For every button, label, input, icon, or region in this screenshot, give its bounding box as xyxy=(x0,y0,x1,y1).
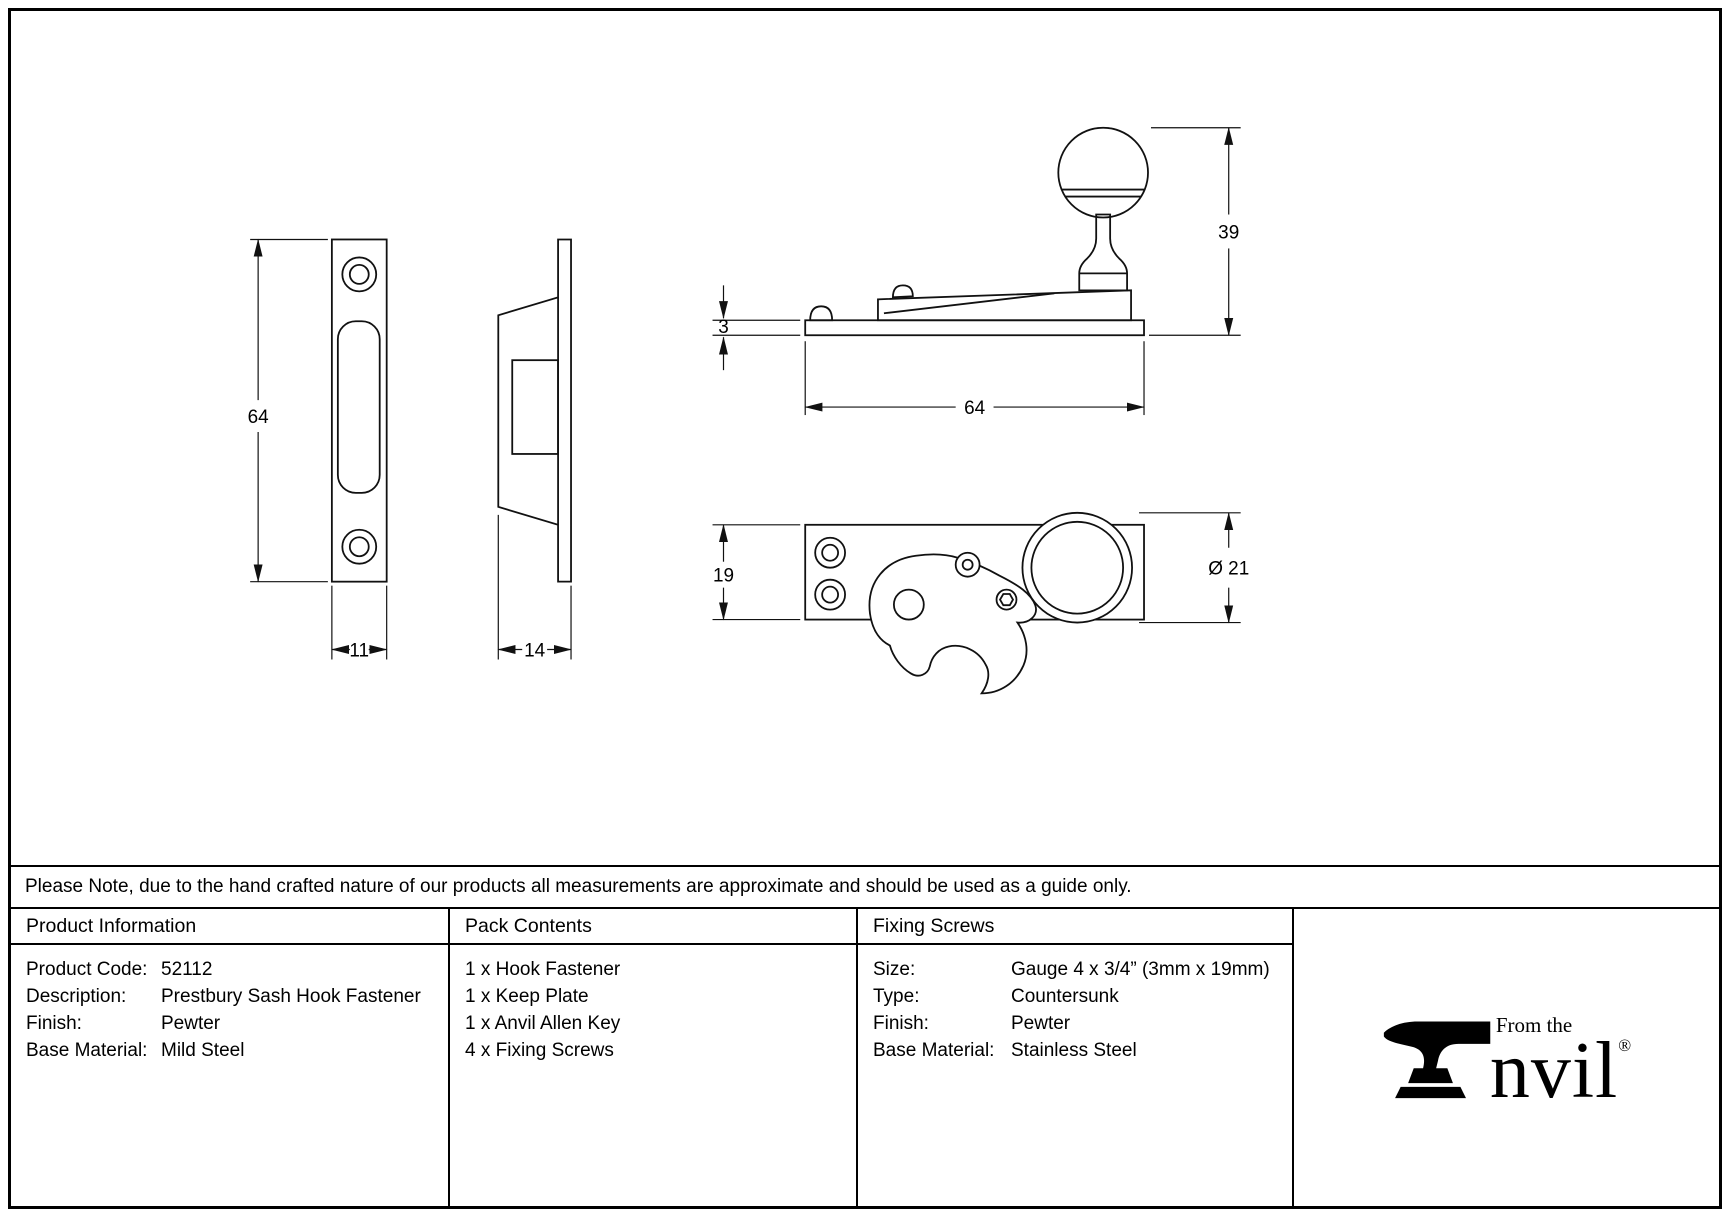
finish-row: Finish: Pewter xyxy=(873,1010,1292,1037)
anvil-icon xyxy=(1383,1021,1491,1098)
fastener-side-dimensions: 39 3 64 xyxy=(712,126,1241,419)
header-product-information: Product Information xyxy=(11,909,450,945)
field-label: Type: xyxy=(873,986,920,1007)
keep-plate-dimensions: 64 11 xyxy=(248,238,388,661)
registered-trademark: ® xyxy=(1618,1036,1632,1056)
logo-text: From the nvil® xyxy=(1490,1013,1632,1111)
pack-item: 4 x Fixing Screws xyxy=(465,1040,614,1061)
pack-contents-body: 1 x Hook Fastener 1 x Keep Plate 1 x Anv… xyxy=(450,945,858,1206)
logo-tagline: From the xyxy=(1495,1013,1573,1038)
from-the-anvil-logo: From the nvil® xyxy=(1382,1013,1632,1111)
fastener-top-dimensions: 19 Ø 21 xyxy=(712,512,1249,624)
fixing-screws-body: Size: Gauge 4 x 3/4” (3mm x 19mm) Type: … xyxy=(858,945,1294,1206)
logo-wordmark: nvil xyxy=(1489,1027,1619,1116)
base-material-row: Base Material: Mild Steel xyxy=(26,1037,448,1064)
field-label: Product Code: xyxy=(26,959,148,980)
field-label: Size: xyxy=(873,959,916,980)
pack-item: 1 x Hook Fastener xyxy=(465,959,621,980)
dim-plate-thickness: 3 xyxy=(718,317,729,338)
dim-knob-diameter: Ø 21 xyxy=(1208,559,1249,580)
header-fixing-screws: Fixing Screws xyxy=(858,909,1294,945)
hook-claw xyxy=(868,553,1037,695)
field-value: Pewter xyxy=(161,1013,221,1034)
dim-fastener-height: 39 xyxy=(1218,222,1239,243)
type-row: Type: Countersunk xyxy=(873,983,1292,1010)
fastener-side-view xyxy=(804,126,1149,337)
pack-item: 1 x Keep Plate xyxy=(465,986,589,1007)
keep-plate-front-view xyxy=(330,238,388,583)
pack-item: 1 x Anvil Allen Key xyxy=(465,1013,621,1034)
dim-keep-width: 11 xyxy=(349,640,369,661)
field-label: Description: xyxy=(26,986,127,1007)
brand-cell: From the nvil® xyxy=(1294,909,1719,1206)
field-value: Countersunk xyxy=(1011,986,1119,1007)
field-label: Finish: xyxy=(26,1013,82,1034)
note-text: Please Note, due to the hand crafted nat… xyxy=(25,876,1132,897)
technical-drawing: 64 11 14 xyxy=(11,11,1719,865)
dim-keep-height: 64 xyxy=(248,407,269,428)
measurement-note: Please Note, due to the hand crafted nat… xyxy=(11,865,1719,907)
field-label: Base Material: xyxy=(873,1040,995,1061)
product-code-row: Product Code: 52112 xyxy=(26,956,448,983)
keep-plate-depth-dimension: 14 xyxy=(497,514,572,661)
dim-keep-depth: 14 xyxy=(524,640,545,661)
dim-fastener-length: 64 xyxy=(964,398,985,419)
base-material-row: Base Material: Stainless Steel xyxy=(873,1037,1292,1064)
knob-top xyxy=(1021,511,1133,624)
field-value: Mild Steel xyxy=(161,1040,245,1061)
hex-screw xyxy=(995,588,1018,611)
header-pack-contents: Pack Contents xyxy=(450,909,858,945)
description-row: Description: Prestbury Sash Hook Fastene… xyxy=(26,983,448,1010)
drawing-canvas: 64 11 14 xyxy=(248,126,1249,695)
fastener-top-view xyxy=(804,511,1145,695)
field-value: Pewter xyxy=(1011,1013,1071,1034)
field-value: Prestbury Sash Hook Fastener xyxy=(161,986,421,1007)
product-information-body: Product Code: 52112 Description: Prestbu… xyxy=(11,945,450,1206)
field-label: Base Material: xyxy=(26,1040,148,1061)
info-table: Product Information Pack Contents Fixing… xyxy=(11,907,1719,1206)
field-value: 52112 xyxy=(161,959,213,980)
dim-fastener-plate-width: 19 xyxy=(713,566,734,587)
field-value: Gauge 4 x 3/4” (3mm x 19mm) xyxy=(1011,959,1270,980)
size-row: Size: Gauge 4 x 3/4” (3mm x 19mm) xyxy=(873,956,1292,983)
spec-sheet: 64 11 14 xyxy=(8,8,1722,1209)
field-value: Stainless Steel xyxy=(1011,1040,1137,1061)
field-label: Finish: xyxy=(873,1013,929,1034)
finish-row: Finish: Pewter xyxy=(26,1010,448,1037)
keep-plate-side-view xyxy=(497,238,572,583)
